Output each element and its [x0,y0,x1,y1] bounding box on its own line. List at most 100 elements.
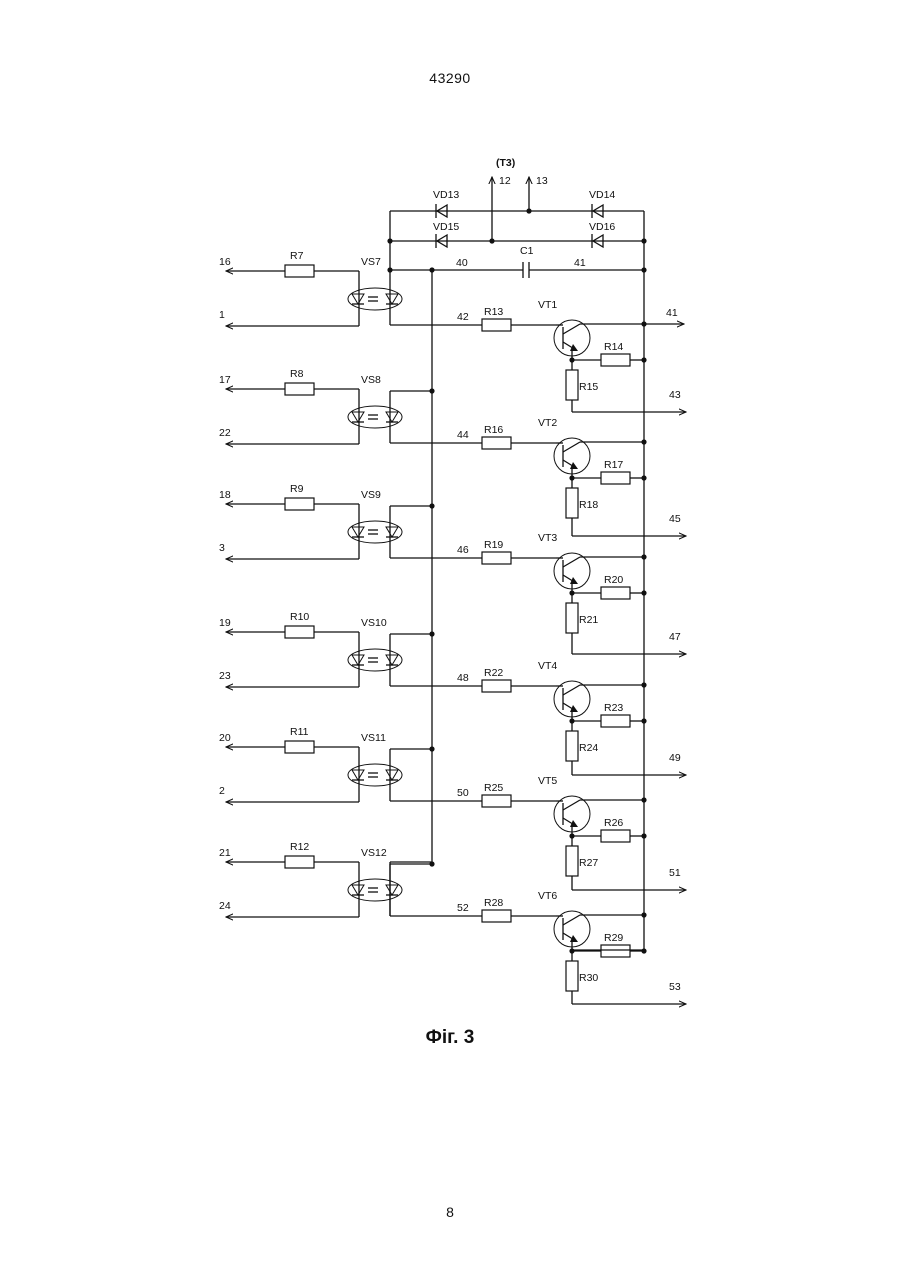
label-vd15: VD15 [433,221,459,233]
label-output-emitter: 45 [669,513,681,525]
transistor-vt6 [554,911,647,951]
label-vs11: VS11 [361,732,386,744]
resistor-r29 [601,945,630,957]
resistor-r19 [482,552,511,564]
resistor-r9 [285,498,314,510]
stage-2: 1722R8VS844R16VT2R17R1845 [219,368,686,536]
label-r16: R16 [484,424,503,436]
photodiode-symbol [386,412,398,422]
resistor-r23 [601,715,630,727]
label-vt3: VT3 [538,532,557,544]
resistor-r14 [601,354,630,366]
label-vs7: VS7 [361,256,381,268]
junction-dot [641,797,646,802]
label-node-40: 40 [456,257,468,269]
resistor-r15 [566,370,578,400]
label-c1: C1 [520,245,534,257]
label-vd14: VD14 [589,189,615,201]
label-input-b: 24 [219,900,231,912]
led-symbol [352,770,364,780]
label-node: 50 [457,787,469,799]
junction-dot [641,948,646,953]
label-input-a: 17 [219,374,231,386]
transistor-vt4 [554,681,647,721]
label-vt5: VT5 [538,775,557,787]
label-r13: R13 [484,306,503,318]
led-symbol [352,655,364,665]
label-r26: R26 [604,817,623,829]
label-r24: R24 [579,742,598,754]
label-r18: R18 [579,499,598,511]
label-vt4: VT4 [538,660,557,672]
label-output-emitter: 49 [669,752,681,764]
junction-dot [429,388,434,393]
led-symbol [352,294,364,304]
optocoupler-body [348,879,402,901]
label-r15: R15 [579,381,598,393]
label-r11: R11 [290,726,309,738]
label-input-b: 3 [219,542,225,554]
label-vs10: VS10 [361,617,387,629]
resistor-r16 [482,437,511,449]
stage-6: 2124R12VS1252R28VT6R29R3053 [219,841,686,1004]
label-node: 42 [457,311,469,323]
label-r7: R7 [290,250,304,262]
junction-dot [641,590,646,595]
label-input-a: 19 [219,617,231,629]
label-output-collector: 41 [666,307,678,319]
label-r14: R14 [604,341,623,353]
figure-caption: Фіг. 3 [0,1027,900,1049]
label-vt6: VT6 [538,890,557,902]
label-output-emitter: 43 [669,389,681,401]
optocoupler-body [348,649,402,671]
optocoupler-vs10 [348,649,402,671]
stages-group: 41161R7VS742R13VT1R14R15431722R8VS844R16… [219,250,686,1004]
page-number: 8 [0,1204,900,1220]
label-r8: R8 [290,368,304,380]
junction-dot [429,503,434,508]
led-symbol [352,885,364,895]
label-input-a: 20 [219,732,231,744]
label-vd16: VD16 [589,221,615,233]
label-vt2: VT2 [538,417,557,429]
resistor-r26 [601,830,630,842]
resistor-r30 [566,961,578,991]
transistor-vt1 [554,320,647,360]
label-r20: R20 [604,574,623,586]
resistor-r8 [285,383,314,395]
junction-dot [429,746,434,751]
label-output-emitter: 53 [669,981,681,993]
label-r28: R28 [484,897,503,909]
label-vd13: VD13 [433,189,459,201]
transistor-collector [563,324,580,334]
optocoupler-vs8 [348,406,402,428]
label-r23: R23 [604,702,623,714]
photodiode-symbol [386,885,398,895]
photodiode-symbol [386,527,398,537]
optocoupler-vs11 [348,764,402,786]
resistor-r24 [566,731,578,761]
junction-dot [641,682,646,687]
label-node-41: 41 [574,257,586,269]
resistor-r21 [566,603,578,633]
resistor-r11 [285,741,314,753]
label-r22: R22 [484,667,503,679]
label-input-b: 2 [219,785,225,797]
label-input-a: 16 [219,256,231,268]
label-r9: R9 [290,483,304,495]
label-r19: R19 [484,539,503,551]
resistor-r12 [285,856,314,868]
transistor-vt5 [554,796,647,836]
junction-dot [429,631,434,636]
transistor-collector [563,442,580,452]
junction-dot [641,475,646,480]
label-input-b: 22 [219,427,231,439]
resistor-r28 [482,910,511,922]
label-node: 52 [457,902,469,914]
label-input-a: 21 [219,847,231,859]
photodiode-symbol [386,770,398,780]
label-r12: R12 [290,841,309,853]
label-r30: R30 [579,972,598,984]
label-13: 13 [536,175,548,187]
